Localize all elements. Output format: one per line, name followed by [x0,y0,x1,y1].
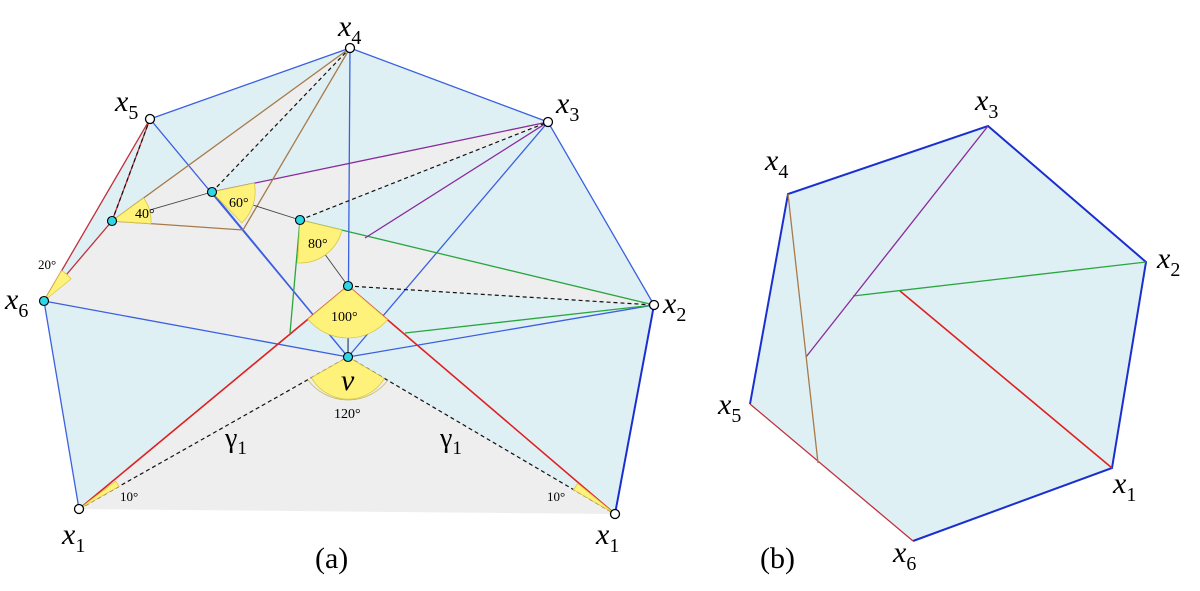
label-x1-right: x1 [595,518,619,557]
panel-a: x1 x1 x2 x3 x4 x5 x6 v γ1 γ1 120° 100° 8… [4,10,686,575]
label-gamma-right: γ1 [439,423,462,459]
vertex-x1-left [73,503,85,515]
angle-wedges [43,182,616,515]
angle-label-40: 40° [135,207,155,222]
interior-vertices [38,186,354,363]
angle-label-10-right: 10° [547,489,565,504]
angle-label-60: 60° [229,196,249,211]
outer-vertices [73,42,660,520]
hexagon-crimson-edges [749,403,914,542]
wedge-20 [43,270,72,302]
angle-arcs [307,379,389,401]
vertex-x2 [648,299,660,311]
label-b-x3: x3 [974,84,998,123]
diag-red [899,290,1113,469]
label-b-x6: x6 [892,536,916,575]
wedge-40 [110,197,152,225]
angle-label-100: 100° [331,310,358,325]
label-x1-left: x1 [61,518,85,557]
panel-label-b: (b) [760,542,795,575]
label-b-x1: x1 [1112,467,1136,506]
vertex-v [342,351,354,363]
angle-label-20: 20° [38,257,56,272]
vertex-x6 [38,295,50,307]
red-edges [78,285,616,515]
angle-label-10-left: 10° [120,489,138,504]
label-x6: x6 [4,283,28,322]
label-x3: x3 [555,87,579,126]
panel-b: x1 x2 x3 x4 x5 x6 (b) [717,84,1180,575]
label-gamma-left: γ1 [224,423,247,459]
dashed-lines [78,47,655,515]
wedge-60 [211,182,256,224]
vertex-x5 [144,113,156,125]
label-v: v [341,364,355,397]
point-80 [294,214,306,226]
label-x4: x4 [337,10,361,49]
wedge-10-right [572,482,616,515]
edge-x2-x1 [614,304,655,515]
panel-label-a: (a) [315,542,348,575]
point-60 [206,186,218,198]
wedge-100 [307,285,389,339]
hexagon-region [750,126,1146,541]
point-100 [342,280,354,292]
diag-brown [787,193,819,464]
angle-label-120: 120° [334,407,361,422]
hexagon-blue-edges [749,124,1148,542]
purple-edges [211,121,549,239]
vertex-x4 [344,42,356,54]
wedge-120 [310,356,385,400]
angle-label-80: 80° [308,237,328,252]
green-edges [289,219,655,334]
label-x5: x5 [114,85,138,124]
wedge-10-left [78,480,120,510]
diag-green [852,261,1147,297]
label-b-x2: x2 [1156,242,1180,281]
label-b-x4: x4 [764,144,788,183]
vertex-x1-right [609,508,621,520]
label-x2: x2 [662,287,686,326]
point-40 [106,215,118,227]
vertex-x3 [542,116,554,128]
wedge-80 [297,219,343,264]
label-b-x5: x5 [717,388,741,427]
diag-purple [805,125,989,358]
